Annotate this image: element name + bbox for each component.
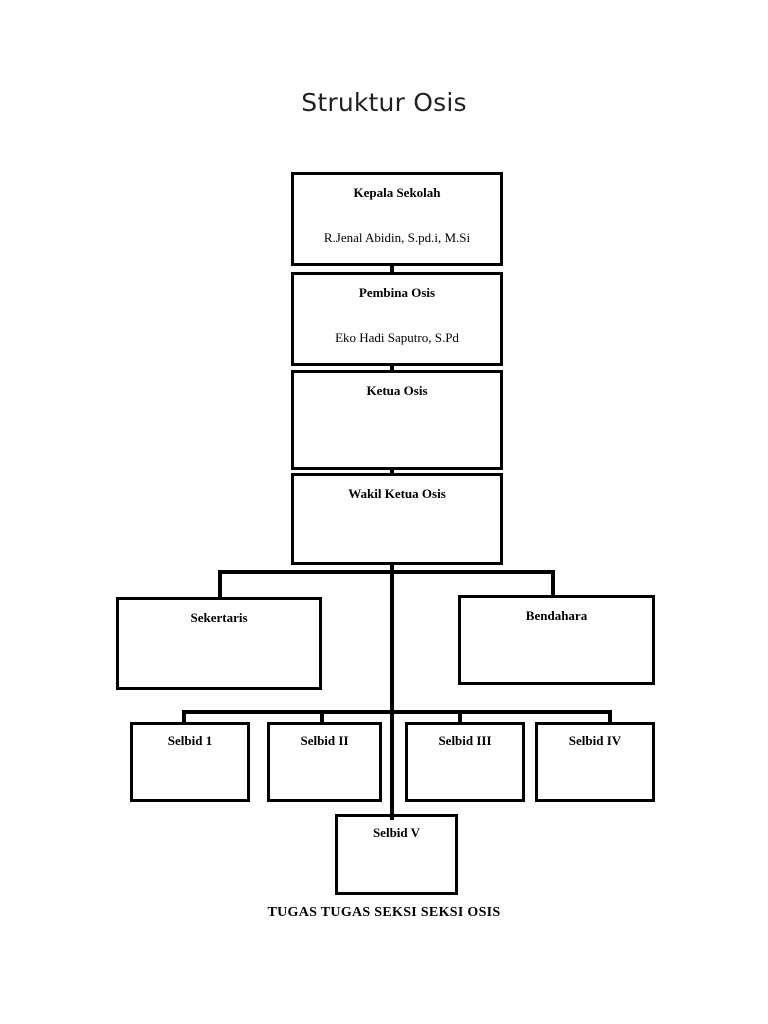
connector-bar-level-two	[218, 570, 555, 574]
connector-leg-sekertaris	[218, 570, 222, 600]
node-pembina-osis: Pembina Osis Eko Hadi Saputro, S.Pd	[291, 272, 503, 366]
connector-pembina-to-ketua	[390, 362, 394, 373]
node-kepala-sekolah-person: R.Jenal Abidin, S.pd.i, M.Si	[323, 230, 471, 245]
connector-leg-bendahara	[551, 570, 555, 598]
node-bendahara-role: Bendahara	[525, 608, 588, 623]
connector-ketua-to-wakil	[390, 466, 394, 476]
node-selbid-5-role: Selbid V	[372, 825, 421, 840]
connector-kepala-to-pembina	[390, 263, 394, 275]
footer-note: TUGAS TUGAS SEKSI SEKSI OSIS	[267, 905, 501, 920]
node-ketua-osis: Ketua Osis	[291, 370, 503, 470]
connector-leg-selbid1	[182, 710, 186, 725]
connector-bar-seksi-row	[182, 710, 612, 714]
node-selbid-3: Selbid III	[405, 722, 525, 802]
node-selbid-3-role: Selbid III	[438, 733, 492, 748]
node-selbid-2: Selbid II	[267, 722, 382, 802]
node-bendahara: Bendahara	[458, 595, 655, 685]
node-wakil-ketua-osis: Wakil Ketua Osis	[291, 473, 503, 565]
page-title: Struktur Osis	[301, 88, 467, 117]
connector-leg-selbid3	[458, 710, 462, 725]
node-pembina-osis-person: Eko Hadi Saputro, S.Pd	[335, 330, 459, 345]
node-selbid-5: Selbid V	[335, 814, 458, 895]
node-selbid-1-role: Selbid 1	[167, 733, 213, 748]
node-selbid-2-role: Selbid II	[300, 733, 349, 748]
connector-wakil-drop	[390, 562, 394, 574]
node-selbid-4-role: Selbid IV	[568, 733, 622, 748]
node-ketua-osis-role: Ketua Osis	[366, 383, 428, 398]
node-sekertaris: Sekertaris	[116, 597, 322, 690]
node-selbid-1: Selbid 1	[130, 722, 250, 802]
connector-leg-selbid4	[608, 710, 612, 725]
node-selbid-4: Selbid IV	[535, 722, 655, 802]
node-wakil-ketua-osis-role: Wakil Ketua Osis	[348, 486, 446, 501]
connector-spine-to-selbid5	[390, 710, 394, 820]
connector-leg-selbid2	[320, 710, 324, 725]
node-kepala-sekolah-role: Kepala Sekolah	[353, 185, 441, 200]
node-pembina-osis-role: Pembina Osis	[358, 285, 436, 300]
node-sekertaris-role: Sekertaris	[190, 610, 248, 625]
node-kepala-sekolah: Kepala Sekolah R.Jenal Abidin, S.pd.i, M…	[291, 172, 503, 266]
connector-central-spine	[390, 570, 394, 714]
